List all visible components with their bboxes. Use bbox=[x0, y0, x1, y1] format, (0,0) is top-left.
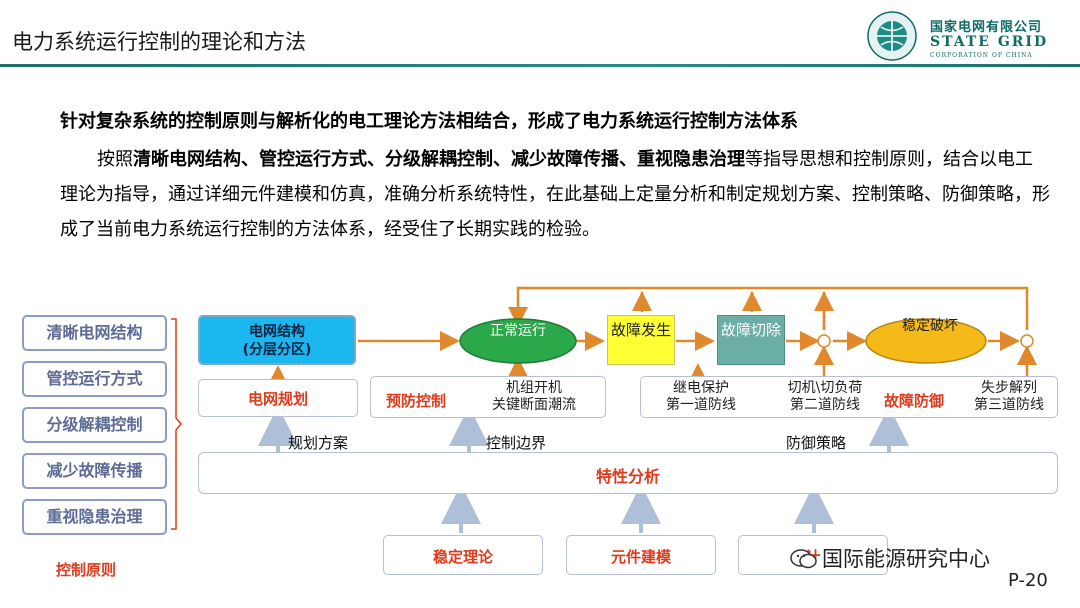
paragraph-principles: 清晰电网结构、管控运行方式、分级解耦控制、减少故障传播、重视隐患治理 bbox=[133, 149, 745, 170]
preventive-control-label: 预防控制 bbox=[386, 392, 447, 410]
principle-reduce-propagation: 减少故障传播 bbox=[22, 453, 167, 489]
watermark-text: 国际能源研究中心 bbox=[822, 547, 990, 571]
stability-damage-label: 稳定破坏 bbox=[902, 318, 958, 334]
grid-planning-box bbox=[198, 379, 358, 417]
stability-theory-box bbox=[383, 535, 543, 575]
principles-caption: 控制原则 bbox=[56, 561, 117, 579]
out-of-step-splitting-label: 失步解列 第三道防线 bbox=[964, 380, 1054, 414]
relay-protection-label: 继电保护 第一道防线 bbox=[646, 380, 756, 414]
normal-op-ellipse bbox=[459, 318, 577, 364]
control-boundary-label: 控制边界 bbox=[486, 434, 547, 452]
characteristic-analysis-label: 特性分析 bbox=[595, 467, 660, 486]
header-divider bbox=[0, 64, 1080, 67]
grid-planning-label: 电网规划 bbox=[247, 390, 308, 408]
normal-op-label: 正常运行 bbox=[490, 323, 546, 339]
grid-structure-box: 电网结构 (分层分区) bbox=[198, 315, 356, 365]
relay-text: 继电保护 bbox=[673, 380, 729, 396]
paragraph-rest: 等指导思想和控制原则，结合以电工理论为指导，通过详细元件建模和仿真，准确分析系统… bbox=[60, 149, 1050, 240]
headline: 针对复杂系统的控制原则与解析化的电工理论方法相结合，形成了电力系统运行控制方法体… bbox=[60, 111, 798, 132]
wechat-icon bbox=[790, 549, 817, 569]
page-title: 电力系统运行控制的理论和方法 bbox=[12, 30, 306, 54]
page-number: P-20 bbox=[1008, 570, 1048, 591]
trip-shed-label: 切机\切负荷 第二道防线 bbox=[770, 380, 880, 414]
calculation-box bbox=[738, 535, 888, 575]
principle-manage-operation: 管控运行方式 bbox=[22, 361, 167, 397]
logo-en-text: STATE GRID bbox=[930, 34, 1049, 50]
logo-cn-text: 国家电网有限公司 bbox=[930, 20, 1043, 35]
junction-node bbox=[1020, 334, 1034, 348]
second-line-text: 第二道防线 bbox=[790, 397, 860, 413]
splitting-text: 失步解列 bbox=[981, 380, 1037, 396]
preventive-control-box bbox=[370, 376, 606, 418]
characteristic-analysis-box bbox=[198, 452, 1058, 494]
paragraph-prefix: 按照 bbox=[97, 149, 133, 170]
principle-hazard-governance: 重视隐患治理 bbox=[22, 499, 167, 535]
stability-theory-label: 稳定理论 bbox=[432, 548, 493, 566]
component-modeling-box bbox=[566, 535, 716, 575]
intro-paragraph: 按照清晰电网结构、管控运行方式、分级解耦控制、减少故障传播、重视隐患治理等指导思… bbox=[60, 142, 1050, 247]
first-line-text: 第一道防线 bbox=[666, 397, 736, 413]
component-modeling-label: 元件建模 bbox=[610, 548, 671, 566]
fault-occur-box: 故障发生 bbox=[607, 315, 675, 365]
defense-strategy-label: 防御策略 bbox=[786, 434, 847, 452]
grid-structure-label: 电网结构 bbox=[249, 324, 305, 340]
unit-commitment-label: 机组开机 关键断面潮流 bbox=[474, 380, 594, 414]
logo-sub-text: CORPORATION OF CHINA bbox=[930, 52, 1033, 59]
unit-commit-text: 机组开机 bbox=[506, 380, 562, 396]
principle-clear-structure: 清晰电网结构 bbox=[22, 315, 167, 351]
state-grid-logo bbox=[867, 11, 917, 61]
fault-defense-label: 故障防御 bbox=[884, 392, 945, 410]
planning-scheme-label: 规划方案 bbox=[288, 434, 349, 452]
trip-shed-text: 切机\切负荷 bbox=[787, 380, 863, 396]
fault-defense-box bbox=[640, 376, 1058, 418]
principles-bracket bbox=[171, 318, 182, 530]
third-line-text: 第三道防线 bbox=[974, 397, 1044, 413]
junction-node bbox=[817, 334, 831, 348]
fault-clear-box: 故障切除 bbox=[717, 315, 785, 365]
damage-ellipse bbox=[865, 318, 987, 364]
principle-decoupled-control: 分级解耦控制 bbox=[22, 407, 167, 443]
section-flow-text: 关键断面潮流 bbox=[492, 397, 576, 413]
grid-structure-sublabel: (分层分区) bbox=[242, 342, 312, 358]
